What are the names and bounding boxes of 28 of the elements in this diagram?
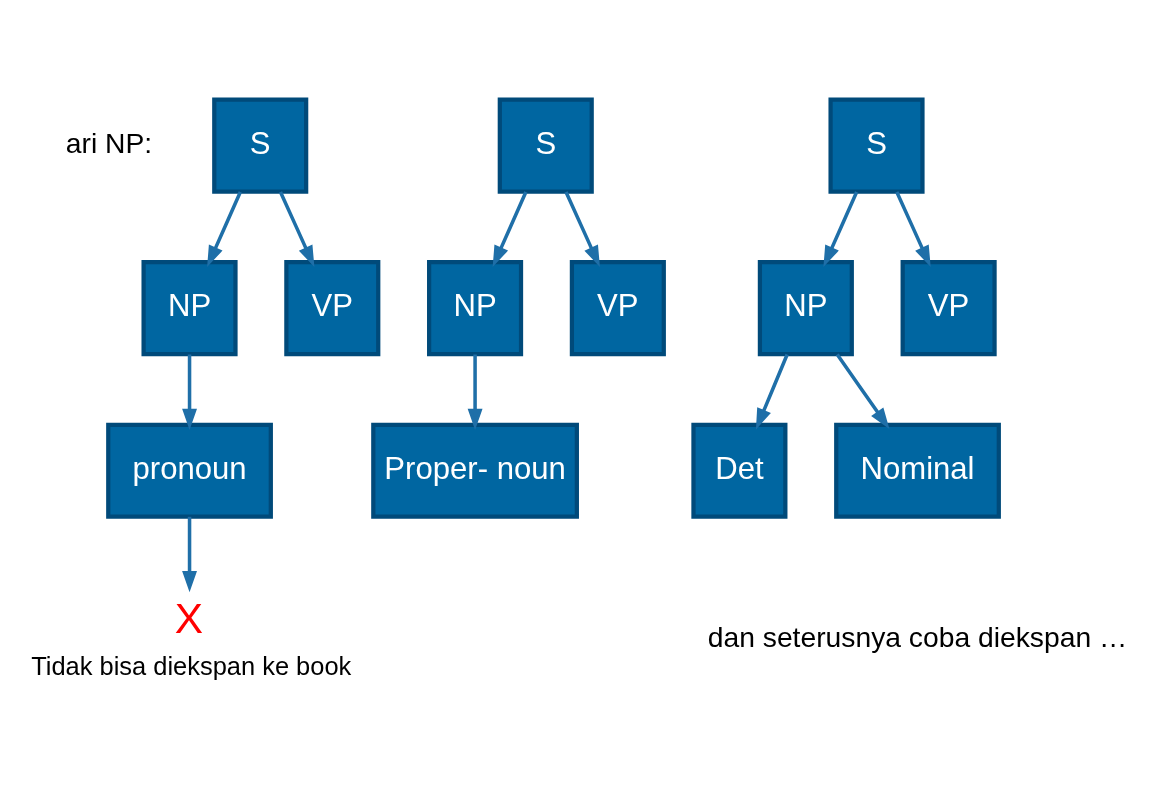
arrow [895, 191, 931, 268]
node-text: X [174, 595, 203, 643]
node-box: VP [569, 260, 666, 357]
arrow [755, 353, 789, 430]
arrow [835, 353, 890, 430]
node-box: pronoun [106, 422, 273, 519]
label: ari NP: [65, 126, 153, 159]
arrow [207, 191, 242, 268]
node-box: S [828, 97, 925, 194]
label: dan seterusnya coba diekspan … [707, 621, 1128, 654]
node-box: VP [284, 260, 381, 357]
node-box: Nominal [834, 422, 1001, 519]
node-box: Det [691, 422, 788, 519]
arrow [492, 191, 528, 268]
node-box: VP [900, 260, 997, 357]
arrow [823, 191, 859, 268]
node-label: Tidak bisa diekspan ke book [31, 651, 352, 680]
node-box: Proper- noun [371, 422, 579, 519]
node-box: S [497, 97, 594, 194]
node-box: NP [141, 260, 238, 357]
node-box: S [212, 97, 309, 194]
arrow [182, 516, 197, 593]
arrow [564, 191, 600, 268]
node-box: NP [757, 260, 854, 357]
arrow [182, 354, 197, 431]
arrow [278, 191, 315, 268]
node-box: NP [427, 260, 524, 357]
arrow [467, 354, 483, 431]
